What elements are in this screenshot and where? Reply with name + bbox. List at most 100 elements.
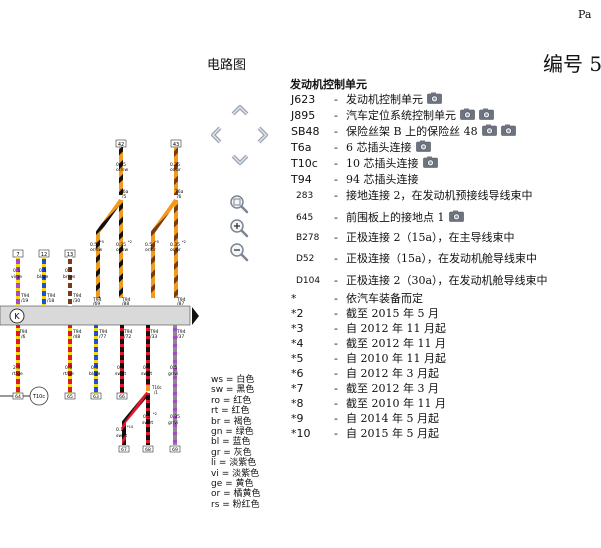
connector-label: T10c — [151, 385, 162, 390]
ecu-connector-bar — [0, 305, 191, 326]
wire-mark: *2 — [128, 240, 132, 244]
zoom-fit-icon[interactable] — [229, 194, 249, 214]
wire-color: or/br — [170, 167, 181, 173]
wire-color: gr/vi — [168, 371, 178, 377]
color-code: vi = 淡紫色 — [211, 468, 260, 479]
pin-label: T94 — [176, 329, 186, 335]
wire-color: sw/rt — [115, 371, 126, 377]
pin-label: T94 — [123, 329, 133, 335]
pin-number: /87 — [177, 301, 184, 307]
legend-title: 发动机控制单元 — [290, 78, 367, 91]
wire-gauge: 0.5 — [39, 268, 46, 274]
top-box-label: 43 — [173, 142, 179, 148]
camera-icon[interactable] — [479, 108, 494, 120]
legend-dash: - — [334, 252, 338, 265]
wire-lower-5 — [146, 325, 150, 385]
camera-icon[interactable] — [460, 108, 475, 120]
wire-gauge: 0.5 — [65, 365, 72, 371]
legend-description: 自 2014 年 5 月起 — [346, 412, 439, 425]
legend-desc-wrap: 自 2015 年 5 月起 — [346, 426, 439, 442]
camera-icon[interactable] — [415, 140, 431, 152]
bottom-box-label: 66 — [119, 394, 125, 400]
legend-description: 自 2010 年 11 月起 — [346, 352, 446, 365]
color-code: ge = 黄色 — [211, 479, 254, 490]
legend-description: 截至 2012 年 3 月 — [346, 382, 439, 395]
camera-icon[interactable] — [481, 124, 497, 136]
legend-code: 283 — [296, 191, 314, 201]
camera-icon[interactable] — [448, 210, 464, 222]
arrow-down-icon[interactable] — [229, 148, 251, 170]
pin-label: T94 — [72, 293, 82, 299]
legend-code: 645 — [296, 213, 314, 223]
wire-top-left — [119, 147, 123, 195]
legend-code: *4 — [291, 337, 304, 350]
camera-icon[interactable] — [500, 124, 516, 136]
legend-dash: - — [334, 141, 338, 154]
pin-number: /19 — [21, 298, 28, 304]
camera-icon[interactable] — [422, 156, 438, 168]
wire-gauge: 2.5 — [13, 365, 20, 371]
zoom-out-icon[interactable] — [229, 242, 249, 262]
color-code: ro = 红色 — [211, 395, 252, 406]
legend-code: D104 — [296, 276, 321, 286]
pin-number: /77 — [99, 334, 106, 340]
legend-code: *3 — [291, 322, 304, 335]
wire-color: or/sw — [116, 167, 128, 173]
wire-color: or/sw — [116, 247, 128, 253]
page-label: Pa — [578, 8, 592, 21]
pin-number: /30 — [73, 298, 80, 304]
document-number: 编号 5 — [543, 52, 601, 76]
pin-label: T94 — [46, 293, 56, 299]
wire-color: sw/rt — [141, 371, 152, 377]
arrow-left-icon[interactable] — [206, 124, 228, 146]
wire-mark: *10 — [127, 425, 133, 429]
wire-color: vi/ge — [11, 274, 22, 280]
wire-gauge: 0.35 — [116, 162, 126, 168]
pin-label: T6a — [174, 189, 184, 195]
legend-code: *6 — [291, 367, 304, 380]
legend-dash: - — [334, 397, 338, 410]
wire-lower-4 — [120, 325, 124, 393]
legend-dash: - — [334, 322, 338, 335]
component-circle — [29, 386, 49, 406]
legend-dash: - — [334, 307, 338, 320]
arrow-right-icon[interactable] — [251, 124, 273, 146]
legend-description: 前围板上的接地点 1 — [346, 211, 445, 224]
bottom-box — [116, 392, 128, 400]
legend-description: 6 芯插头连接 — [346, 141, 412, 154]
pin-number: /88 — [122, 301, 129, 307]
wire-lower-2 — [68, 325, 72, 393]
continuation-arrow — [192, 307, 199, 325]
legend-description: 保险丝架 B 上的保险丝 48 — [346, 125, 478, 138]
wire-gauge: 0.5 — [117, 365, 124, 371]
wire-mark: *2 — [153, 412, 157, 416]
legend-code: J623 — [291, 93, 316, 106]
legend-description: 自 2012 年 3 月起 — [346, 367, 439, 380]
bottom-box — [142, 445, 154, 453]
legend-description: 汽车定位系统控制单元 — [346, 109, 456, 122]
legend-desc-wrap: 10 芯插头连接 — [346, 156, 438, 172]
legend-description: 自 2012 年 11 月起 — [346, 322, 446, 335]
pin-number: /5 — [122, 194, 127, 200]
camera-icon[interactable] — [427, 92, 442, 104]
zoom-in-icon[interactable] — [229, 218, 249, 238]
bottom-box — [169, 445, 181, 453]
bottom-box-label: 65 — [67, 394, 73, 400]
wire-bottom-1 — [122, 391, 150, 445]
wire-color: sw/rt — [142, 420, 153, 426]
legend-desc-wrap: 94 芯插头连接 — [346, 172, 419, 188]
wire-gauge: 0.5 — [145, 242, 152, 248]
wire-lower-1 — [16, 325, 20, 393]
legend-dash: - — [334, 93, 338, 106]
wire-lower-6 — [173, 325, 177, 385]
legend-desc-wrap: 正极连接（15a），在发动机舱导线束中 — [346, 251, 537, 267]
legend-desc-wrap: 正极连接 2（15a），在主导线束中 — [346, 230, 515, 246]
wire-color: or/br — [145, 247, 156, 253]
pin-label: T94 — [72, 329, 82, 335]
legend-code: *10 — [291, 427, 311, 440]
legend-desc-wrap: 自 2014 年 5 月起 — [346, 411, 439, 427]
arrow-up-icon[interactable] — [229, 100, 251, 122]
pin-number: /37 — [177, 334, 184, 340]
legend-desc-wrap: 截至 2012 年 11 月 — [346, 336, 446, 352]
